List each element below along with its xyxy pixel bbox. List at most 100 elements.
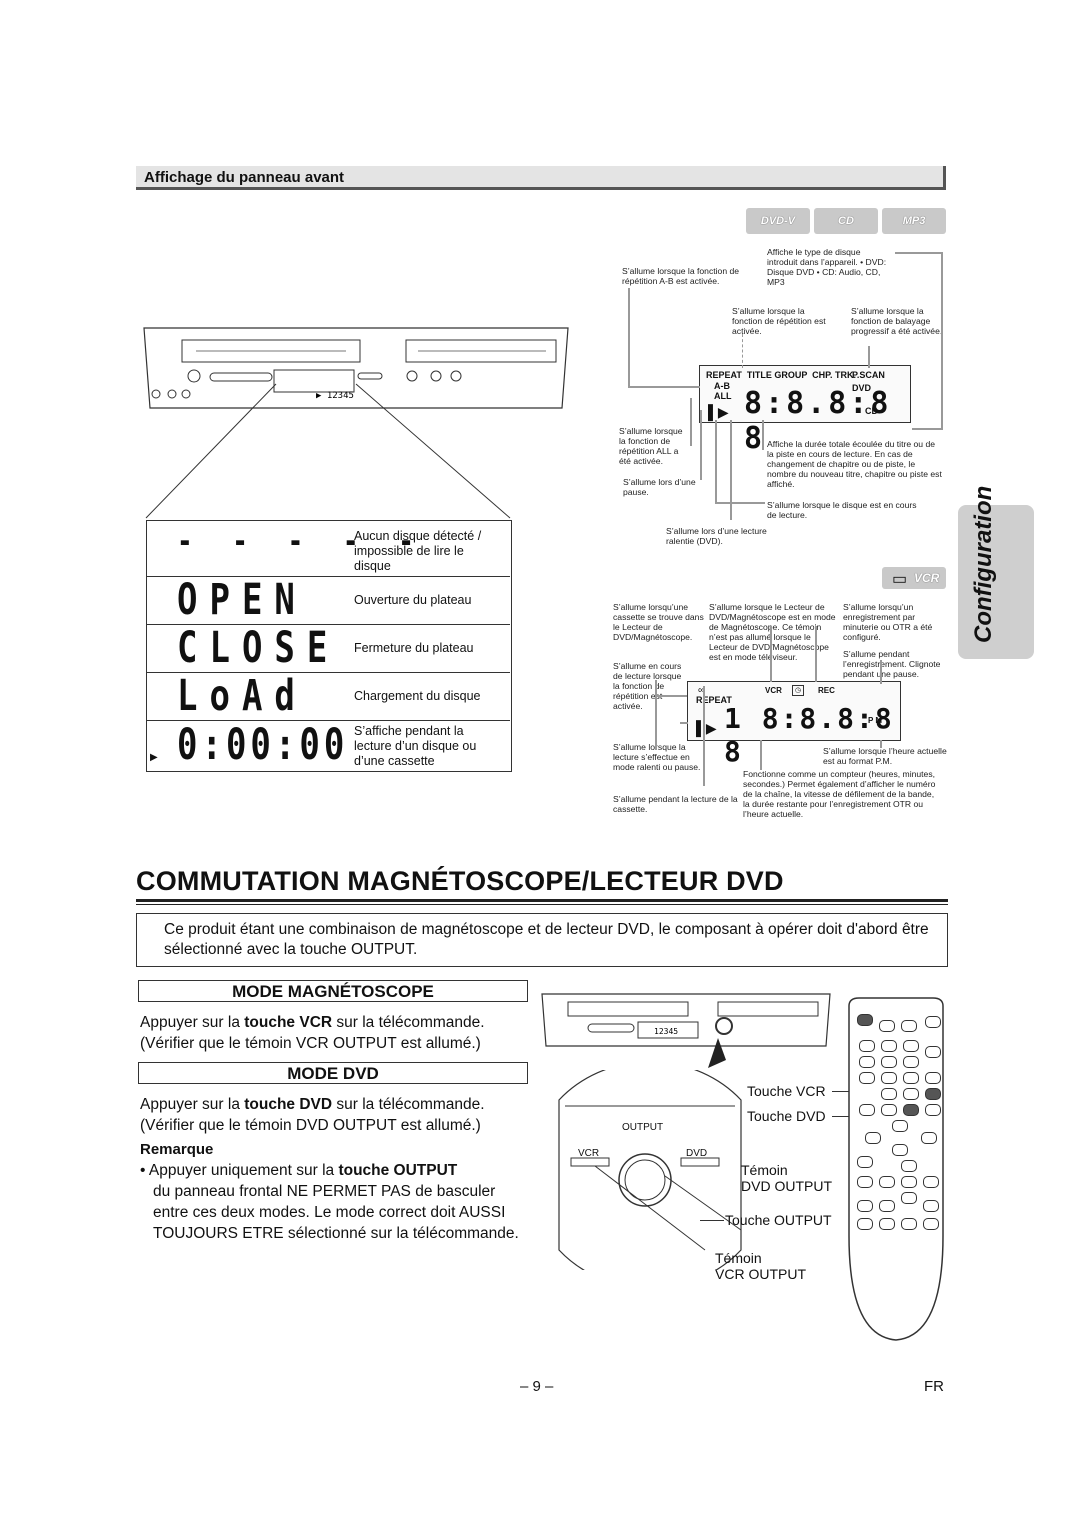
audio-button[interactable] xyxy=(901,1020,917,1032)
num-8-button[interactable] xyxy=(881,1072,897,1084)
dvd-button[interactable] xyxy=(903,1104,919,1116)
note-pause: S’allume lors d’une pause. xyxy=(623,477,696,497)
search-button[interactable] xyxy=(881,1104,897,1116)
num-6-button[interactable] xyxy=(903,1056,919,1068)
note-slow: S’allume lors d’une lecture ralentie (DV… xyxy=(666,526,767,546)
note-pm: S’allume lorsque l’heure actuelle est au… xyxy=(823,746,947,766)
num-5-button[interactable] xyxy=(881,1056,897,1068)
vcr-label: VCR xyxy=(578,1148,600,1159)
slow-button[interactable] xyxy=(925,1088,941,1100)
dvd-video-badge: DVD-V xyxy=(746,208,810,234)
fast-forward-button[interactable] xyxy=(921,1132,937,1144)
up-button[interactable] xyxy=(901,1160,917,1172)
power-button[interactable] xyxy=(857,1014,873,1026)
cd-badge: CD xyxy=(814,208,878,234)
vcr-tv-button[interactable] xyxy=(925,1072,941,1084)
mode-vcr-instruction: Appuyer sur la touche VCR sur la télécom… xyxy=(140,1014,485,1031)
right-button[interactable] xyxy=(923,1176,939,1188)
remarque-title: Remarque xyxy=(140,1141,214,1158)
vcr-play-pause-icon: ▌▶ xyxy=(696,720,717,736)
display-button[interactable] xyxy=(925,1046,941,1058)
cassette-icon: ▭ xyxy=(892,571,908,588)
mode-button[interactable] xyxy=(857,1218,873,1230)
page-number: – 9 – xyxy=(520,1378,554,1395)
remote-control xyxy=(848,997,944,1341)
num-3-button[interactable] xyxy=(903,1040,919,1052)
output-button[interactable] xyxy=(638,1154,668,1184)
note-playing: S’allume lorsque le disque est en cours … xyxy=(767,500,917,520)
display-dvd-button[interactable] xyxy=(859,1104,875,1116)
ab-button[interactable] xyxy=(923,1218,939,1230)
lcd-row-time: ▶ 0:00:00 S’affiche pendant la lecture d… xyxy=(150,720,477,770)
left-button[interactable] xyxy=(879,1176,895,1188)
note-counter: Fonctionne comme un compteur (heures, mi… xyxy=(743,769,936,819)
vcr-badge: ▭ VCR xyxy=(882,567,946,589)
num-1-button[interactable] xyxy=(859,1040,875,1052)
note-vcr-playing: S’allume pendant la lecture de la casset… xyxy=(613,794,738,814)
unit-display-digits: 12345 xyxy=(654,1027,678,1036)
mode-vcr-heading: MODE MAGNÉTOSCOPE xyxy=(138,980,528,1002)
vcr-output-label: VCR OUTPUT xyxy=(715,1266,806,1282)
mode-dvd-check: (Vérifier que le témoin DVD OUTPUT est a… xyxy=(140,1117,481,1134)
num-9-button[interactable] xyxy=(903,1072,919,1084)
note-time: Affiche la durée totale écoulée du titre… xyxy=(767,439,942,489)
touche-vcr-label: Touche VCR xyxy=(747,1083,826,1099)
lcd-messages-table: - - - - - Aucun disque détecté / impossi… xyxy=(146,520,512,772)
open-close-button[interactable] xyxy=(925,1016,941,1028)
dvd-output-label: DVD OUTPUT xyxy=(741,1178,832,1194)
note-vcr-slow: S’allume lorsque la lecture s’effectue e… xyxy=(613,742,701,772)
mp3-badge: MP3 xyxy=(882,208,946,234)
lcd-row-open: OPEN Ouverture du plateau xyxy=(147,575,510,625)
intro-text: Ce produit étant une combinaison de magn… xyxy=(164,921,929,958)
mode-dvd-heading: MODE DVD xyxy=(138,1062,528,1084)
configuration-tab: Configuration xyxy=(958,486,1034,659)
note-all-repeat: S’allume lorsque la fonction de répétiti… xyxy=(619,426,683,466)
down-button[interactable] xyxy=(901,1192,917,1204)
vcr-button[interactable] xyxy=(903,1088,919,1100)
note-vcr-mode: S’allume lorsque le Lecteur de DVD/Magné… xyxy=(709,602,836,662)
title-rule-thin xyxy=(136,904,948,905)
num-4-button[interactable] xyxy=(859,1056,875,1068)
remarque-body: du panneau frontal NE PERMET PAS de basc… xyxy=(153,1183,519,1242)
setup-button[interactable] xyxy=(857,1200,873,1212)
output-panel-closeup xyxy=(558,1070,742,1270)
touche-output-label: Touche OUTPUT xyxy=(725,1212,832,1228)
angle-button[interactable] xyxy=(879,1218,895,1230)
num-7-button[interactable] xyxy=(859,1072,875,1084)
temoin-vcr-label: Témoin xyxy=(715,1250,762,1266)
mode-vcr-check: (Vérifier que le témoin VCR OUTPUT est a… xyxy=(140,1035,481,1052)
return-button[interactable] xyxy=(923,1200,939,1212)
dvd-display-panel: REPEAT TITLE GROUP CHP. TRK. P.SCAN A-B … xyxy=(699,365,911,456)
mode-dvd-instruction: Appuyer sur la touche DVD sur la télécom… xyxy=(140,1096,485,1113)
note-vcr-active: S’allume lorsqu’une cassette se trouve d… xyxy=(613,602,704,642)
repeat-button[interactable] xyxy=(901,1218,917,1230)
num-0-button[interactable] xyxy=(881,1088,897,1100)
note-pscan: S’allume lorsque la fonction de balayage… xyxy=(851,306,943,336)
temoin-dvd-label: Témoin xyxy=(741,1162,788,1178)
rec-otr-button[interactable] xyxy=(857,1156,873,1168)
note-disc-type: Affiche le type de disque introduit dans… xyxy=(767,247,887,287)
num-2-button[interactable] xyxy=(881,1040,897,1052)
title-rule xyxy=(136,899,948,902)
cassette-indicator-icon: ∞ xyxy=(698,685,706,696)
enter-button[interactable] xyxy=(901,1176,917,1188)
stop-button[interactable] xyxy=(892,1144,908,1156)
rewind-button[interactable] xyxy=(865,1132,881,1144)
pause-button[interactable] xyxy=(925,1104,941,1116)
note-vcr-repeat: S’allume en cours de lecture lorsque la … xyxy=(613,661,682,711)
dvd-label: DVD xyxy=(686,1148,708,1159)
remote-buttons xyxy=(845,996,947,1236)
rec-timer-icon: ◷ xyxy=(792,685,804,696)
note-rec: S’allume pendant l’enregistrement. Clign… xyxy=(843,649,941,679)
lcd-row-no-disc: - - - - - Aucun disque détecté / impossi… xyxy=(147,521,510,577)
section-title: Affichage du panneau avant xyxy=(144,169,345,186)
language-code: FR xyxy=(924,1378,944,1395)
main-title: COMMUTATION MAGNÉTOSCOPE/LECTEUR DVD xyxy=(136,866,784,896)
play-button[interactable] xyxy=(892,1120,908,1132)
unit-illustration: 12345 xyxy=(541,993,831,1068)
zoom-button[interactable] xyxy=(879,1200,895,1212)
note-repeat: S’allume lorsque la fonction de répétiti… xyxy=(732,306,826,336)
speed-button[interactable] xyxy=(879,1020,895,1032)
output-label: OUTPUT xyxy=(622,1122,664,1133)
menu-button[interactable] xyxy=(857,1176,873,1188)
